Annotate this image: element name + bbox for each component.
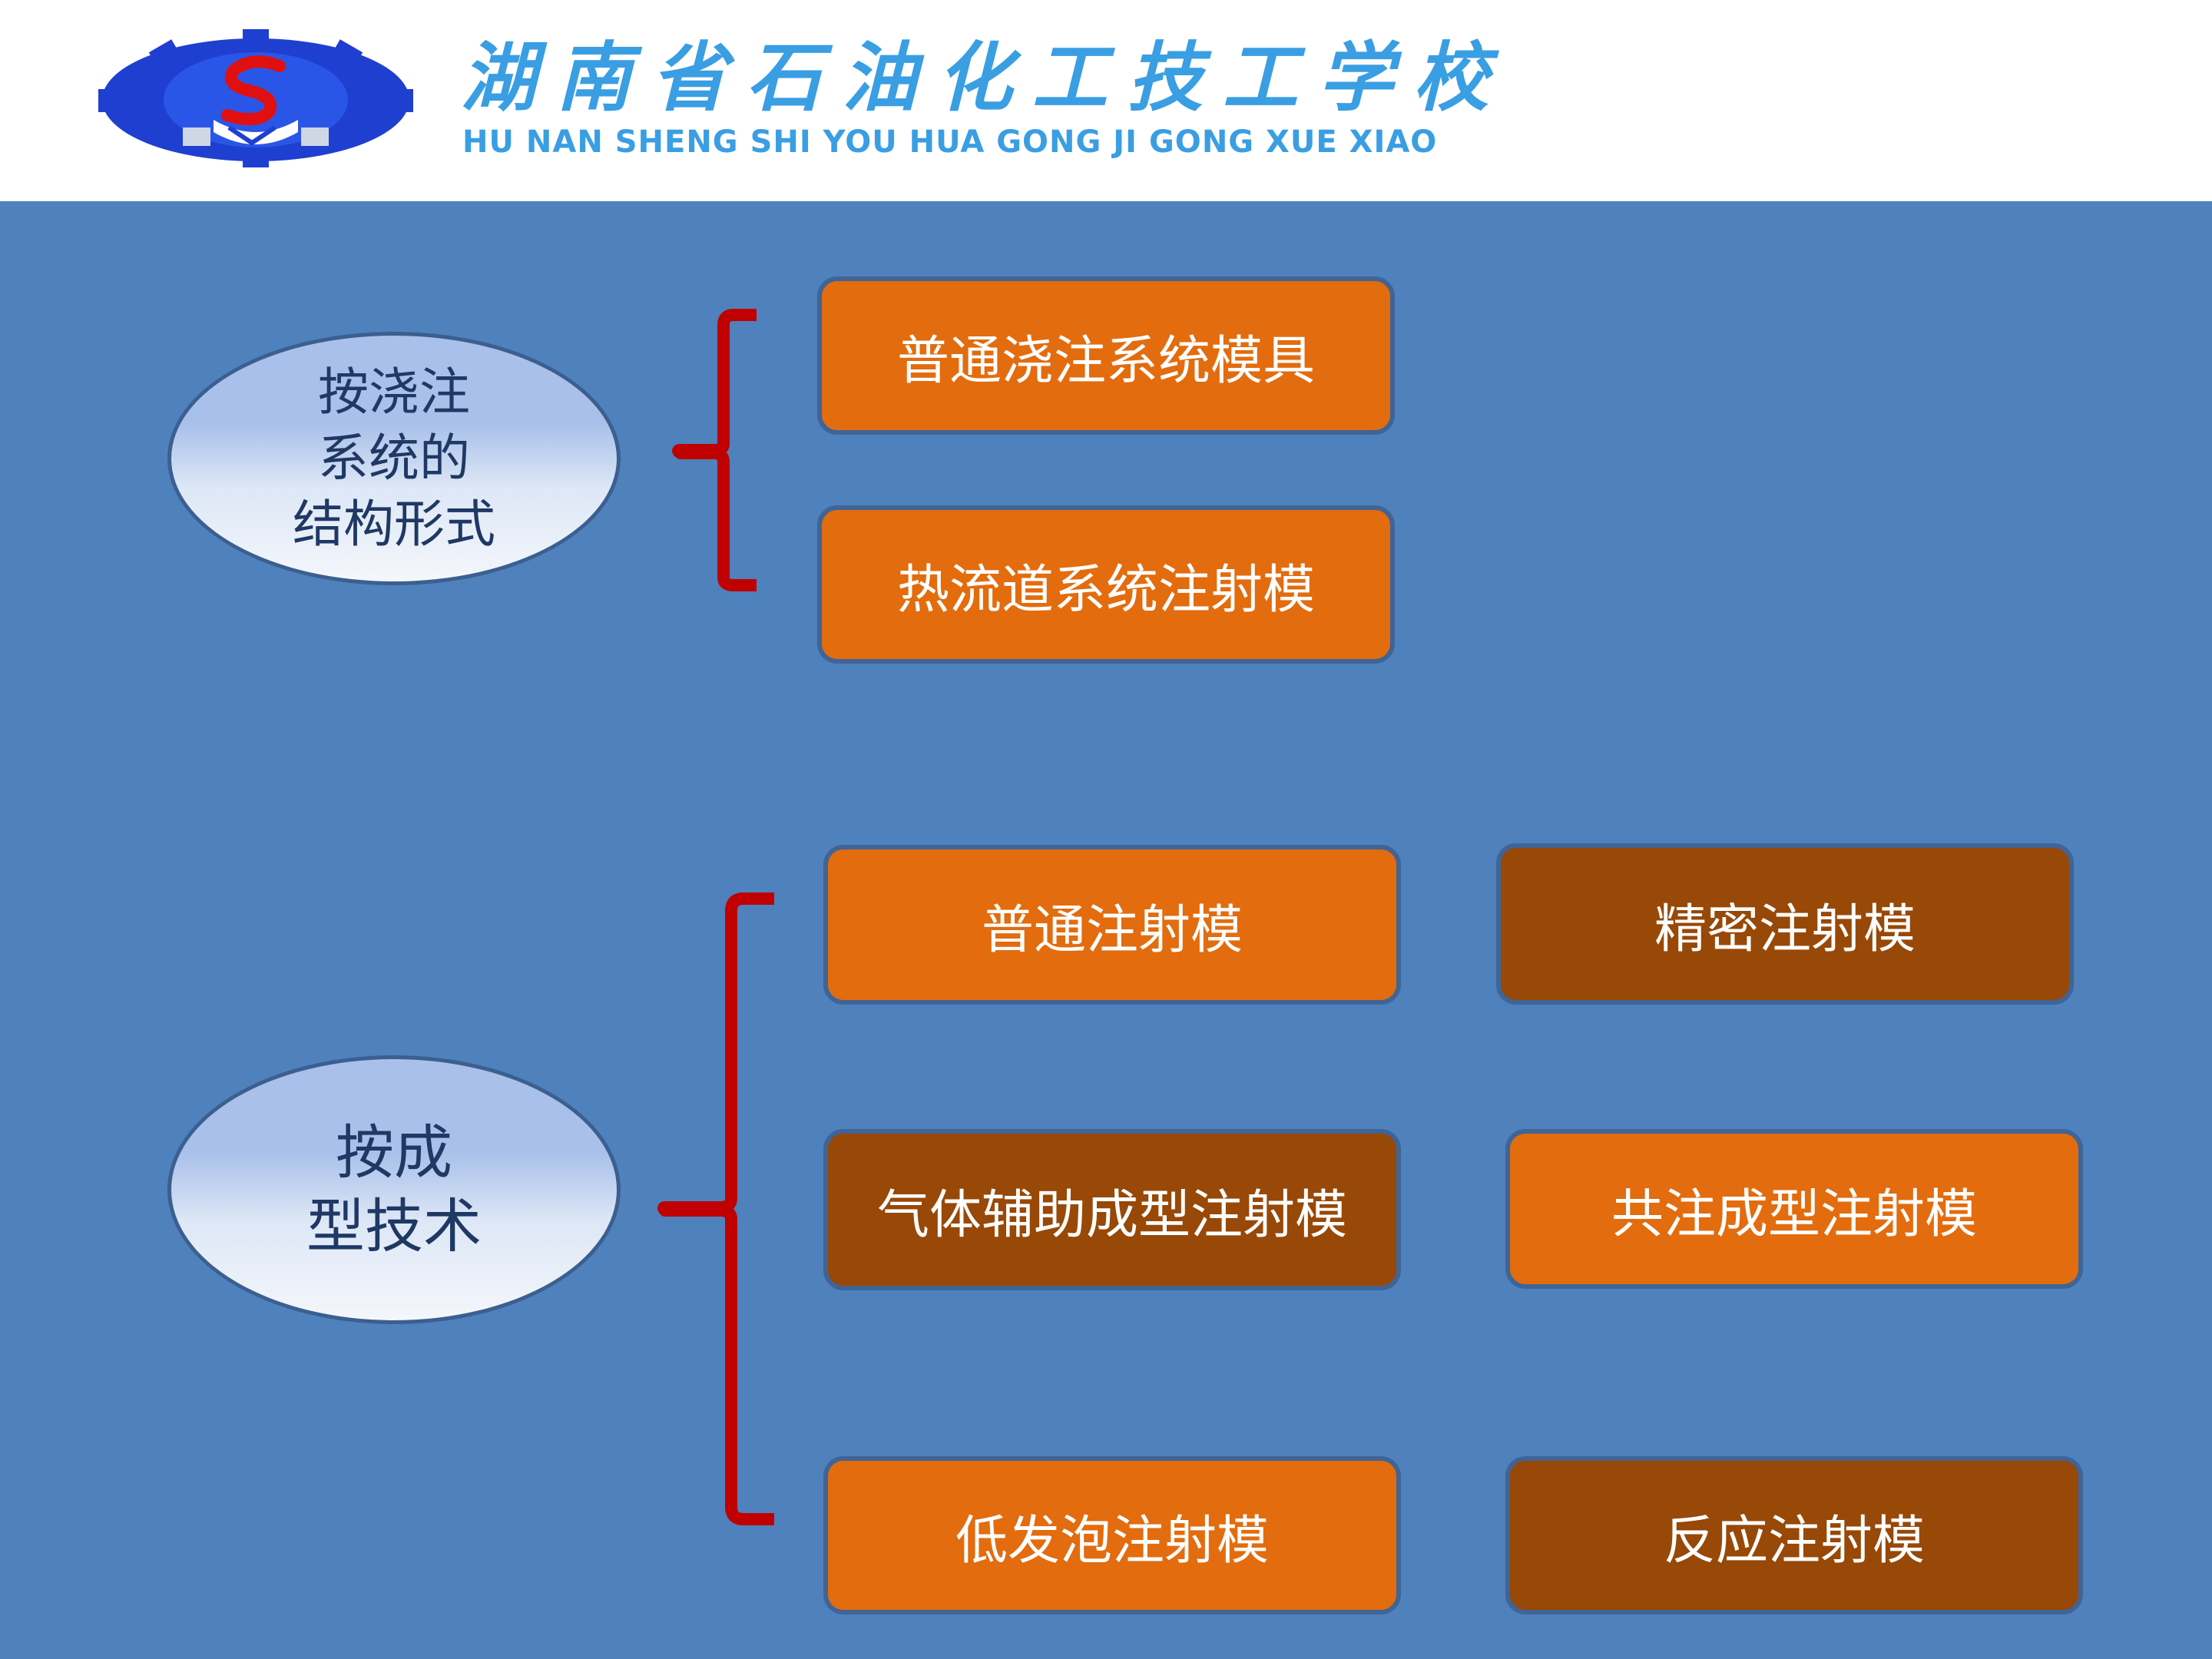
school-logo-icon — [98, 29, 413, 167]
item-box-ordinary-injection-mold: 普通注射模 — [823, 845, 1401, 1005]
item-box-precision-injection-mold: 精密注射模 — [1496, 843, 2074, 1005]
bracket-group-1 — [672, 309, 757, 591]
bracket-group-2 — [657, 892, 774, 1525]
item-box-reaction-injection-mold: 反应注射模 — [1505, 1456, 2083, 1614]
item-box-ordinary-gating-mold: 普通浇注系统模具 — [817, 276, 1395, 435]
item-box-low-foam-mold: 低发泡注射模 — [823, 1456, 1401, 1614]
category-ellipse-gating-structure: 按浇注 系统的 结构形式 — [167, 332, 621, 585]
category-ellipse-molding-technique: 按成 型技术 — [167, 1055, 621, 1324]
header-banner: 湖南省石油化工技工学校 HU NAN SHENG SHI YOU HUA GON… — [0, 0, 2212, 201]
item-box-co-injection-mold: 共注成型注射模 — [1505, 1129, 2083, 1289]
item-box-hot-runner-mold: 热流道系统注射模 — [817, 505, 1395, 664]
school-name-chinese: 湖南省石油化工技工学校 — [461, 34, 1509, 122]
item-box-gas-assisted-mold: 气体辅助成型注射模 — [823, 1129, 1401, 1290]
school-name-pinyin: HU NAN SHENG SHI YOU HUA GONG JI GONG XU… — [462, 124, 1438, 160]
